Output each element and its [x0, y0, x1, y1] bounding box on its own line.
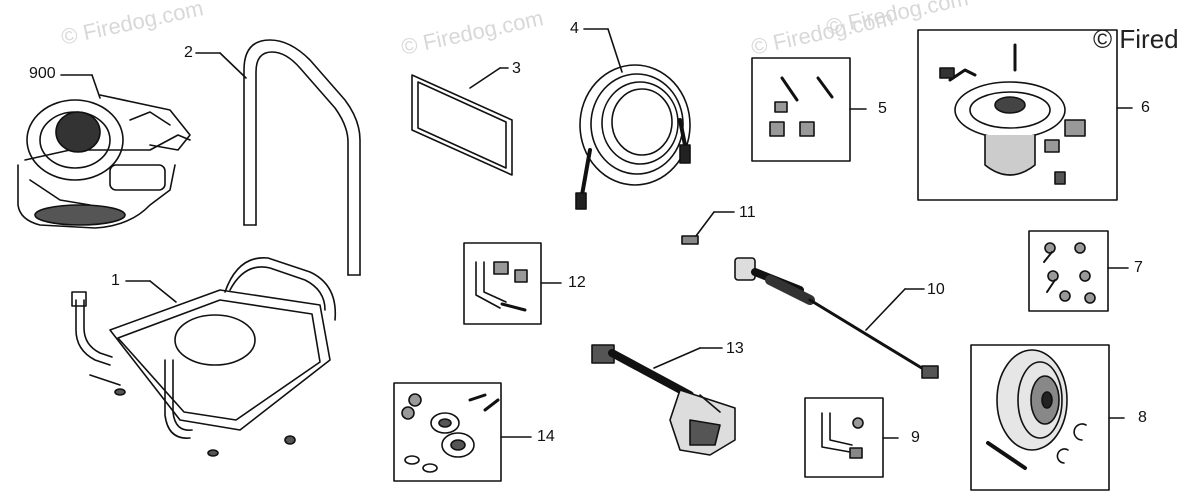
watermark: © Fired	[1093, 24, 1179, 54]
engine-icon	[17, 94, 191, 229]
part-label-14: 14	[537, 428, 555, 445]
part-label-13: 13	[726, 340, 744, 357]
spray-gun-icon	[591, 344, 736, 456]
wheel-kit-icon	[986, 349, 1087, 470]
nozzle-icon	[681, 235, 699, 245]
hardware-kit-icon-7	[1043, 242, 1096, 304]
frame-icon	[71, 257, 337, 457]
wheel-hardware-box	[393, 382, 502, 482]
part-label-5: 5	[878, 100, 887, 117]
part-label-4: 4	[570, 20, 579, 37]
part-label-12: 12	[568, 274, 586, 291]
part-label-3: 3	[512, 60, 521, 77]
panel-icon	[411, 74, 513, 176]
part-label-900: 900	[29, 65, 56, 82]
wheel-hardware-icon	[401, 393, 500, 473]
pump-box	[917, 29, 1118, 201]
axle-kit-icon	[821, 412, 864, 459]
part-label-10: 10	[927, 281, 945, 298]
part-label-6: 6	[1141, 99, 1150, 116]
wand-icon	[734, 257, 939, 379]
part-label-2: 2	[184, 44, 193, 61]
pump-icon	[939, 43, 1086, 185]
part-label-11: 11	[739, 204, 756, 221]
hardware-kit-box	[751, 57, 851, 162]
part-label-8: 8	[1138, 409, 1147, 426]
part-label-1: 1	[111, 272, 120, 289]
axle-kit-box	[804, 397, 884, 478]
hardware-kit-icon	[769, 76, 834, 137]
hose-icon	[575, 64, 691, 210]
hardware-kit-box-7	[1028, 230, 1109, 312]
bolt-kit-icon	[475, 261, 528, 312]
handle-icon	[243, 39, 361, 276]
part-label-7: 7	[1134, 259, 1143, 276]
part-label-9: 9	[911, 429, 920, 446]
